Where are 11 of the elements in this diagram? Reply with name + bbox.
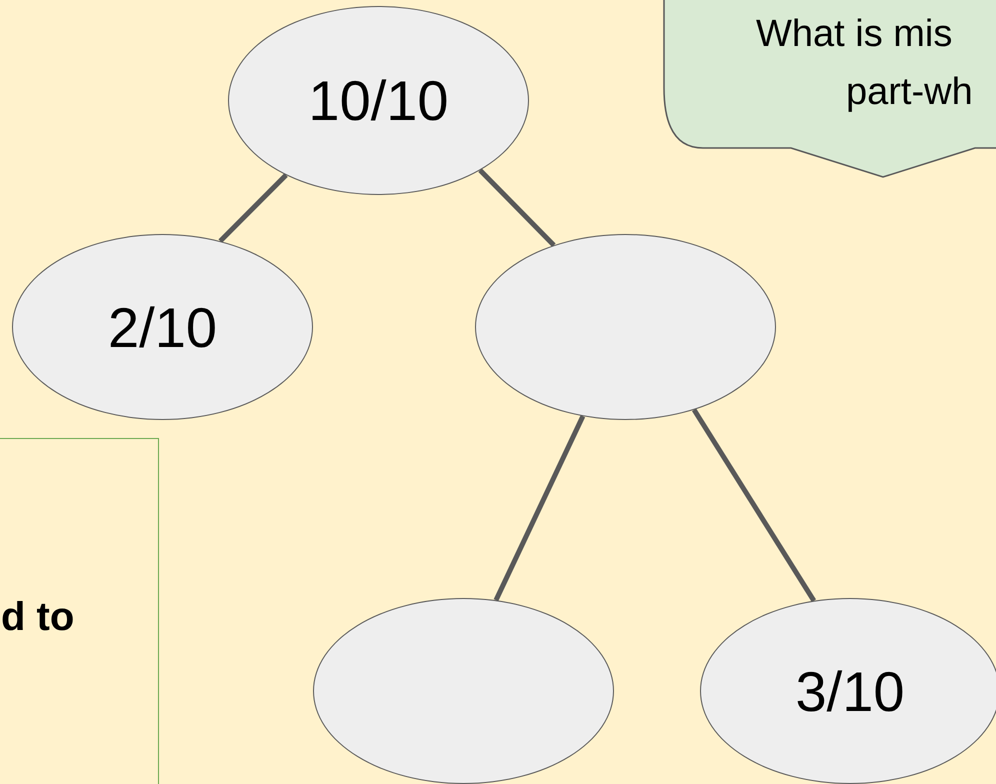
question-text: part-wh — [846, 70, 973, 114]
connector-line — [494, 415, 586, 602]
fraction-text: 2/10 — [108, 294, 217, 360]
fraction-text: 3/10 — [796, 658, 904, 724]
connector-line — [692, 408, 816, 602]
note-panel — [0, 438, 159, 784]
connector-line — [218, 173, 288, 243]
fraction-text: 10/10 — [308, 68, 449, 133]
note-text: d to — [1, 594, 74, 640]
question-text: What is mis — [756, 12, 952, 56]
connector-line — [478, 168, 556, 247]
